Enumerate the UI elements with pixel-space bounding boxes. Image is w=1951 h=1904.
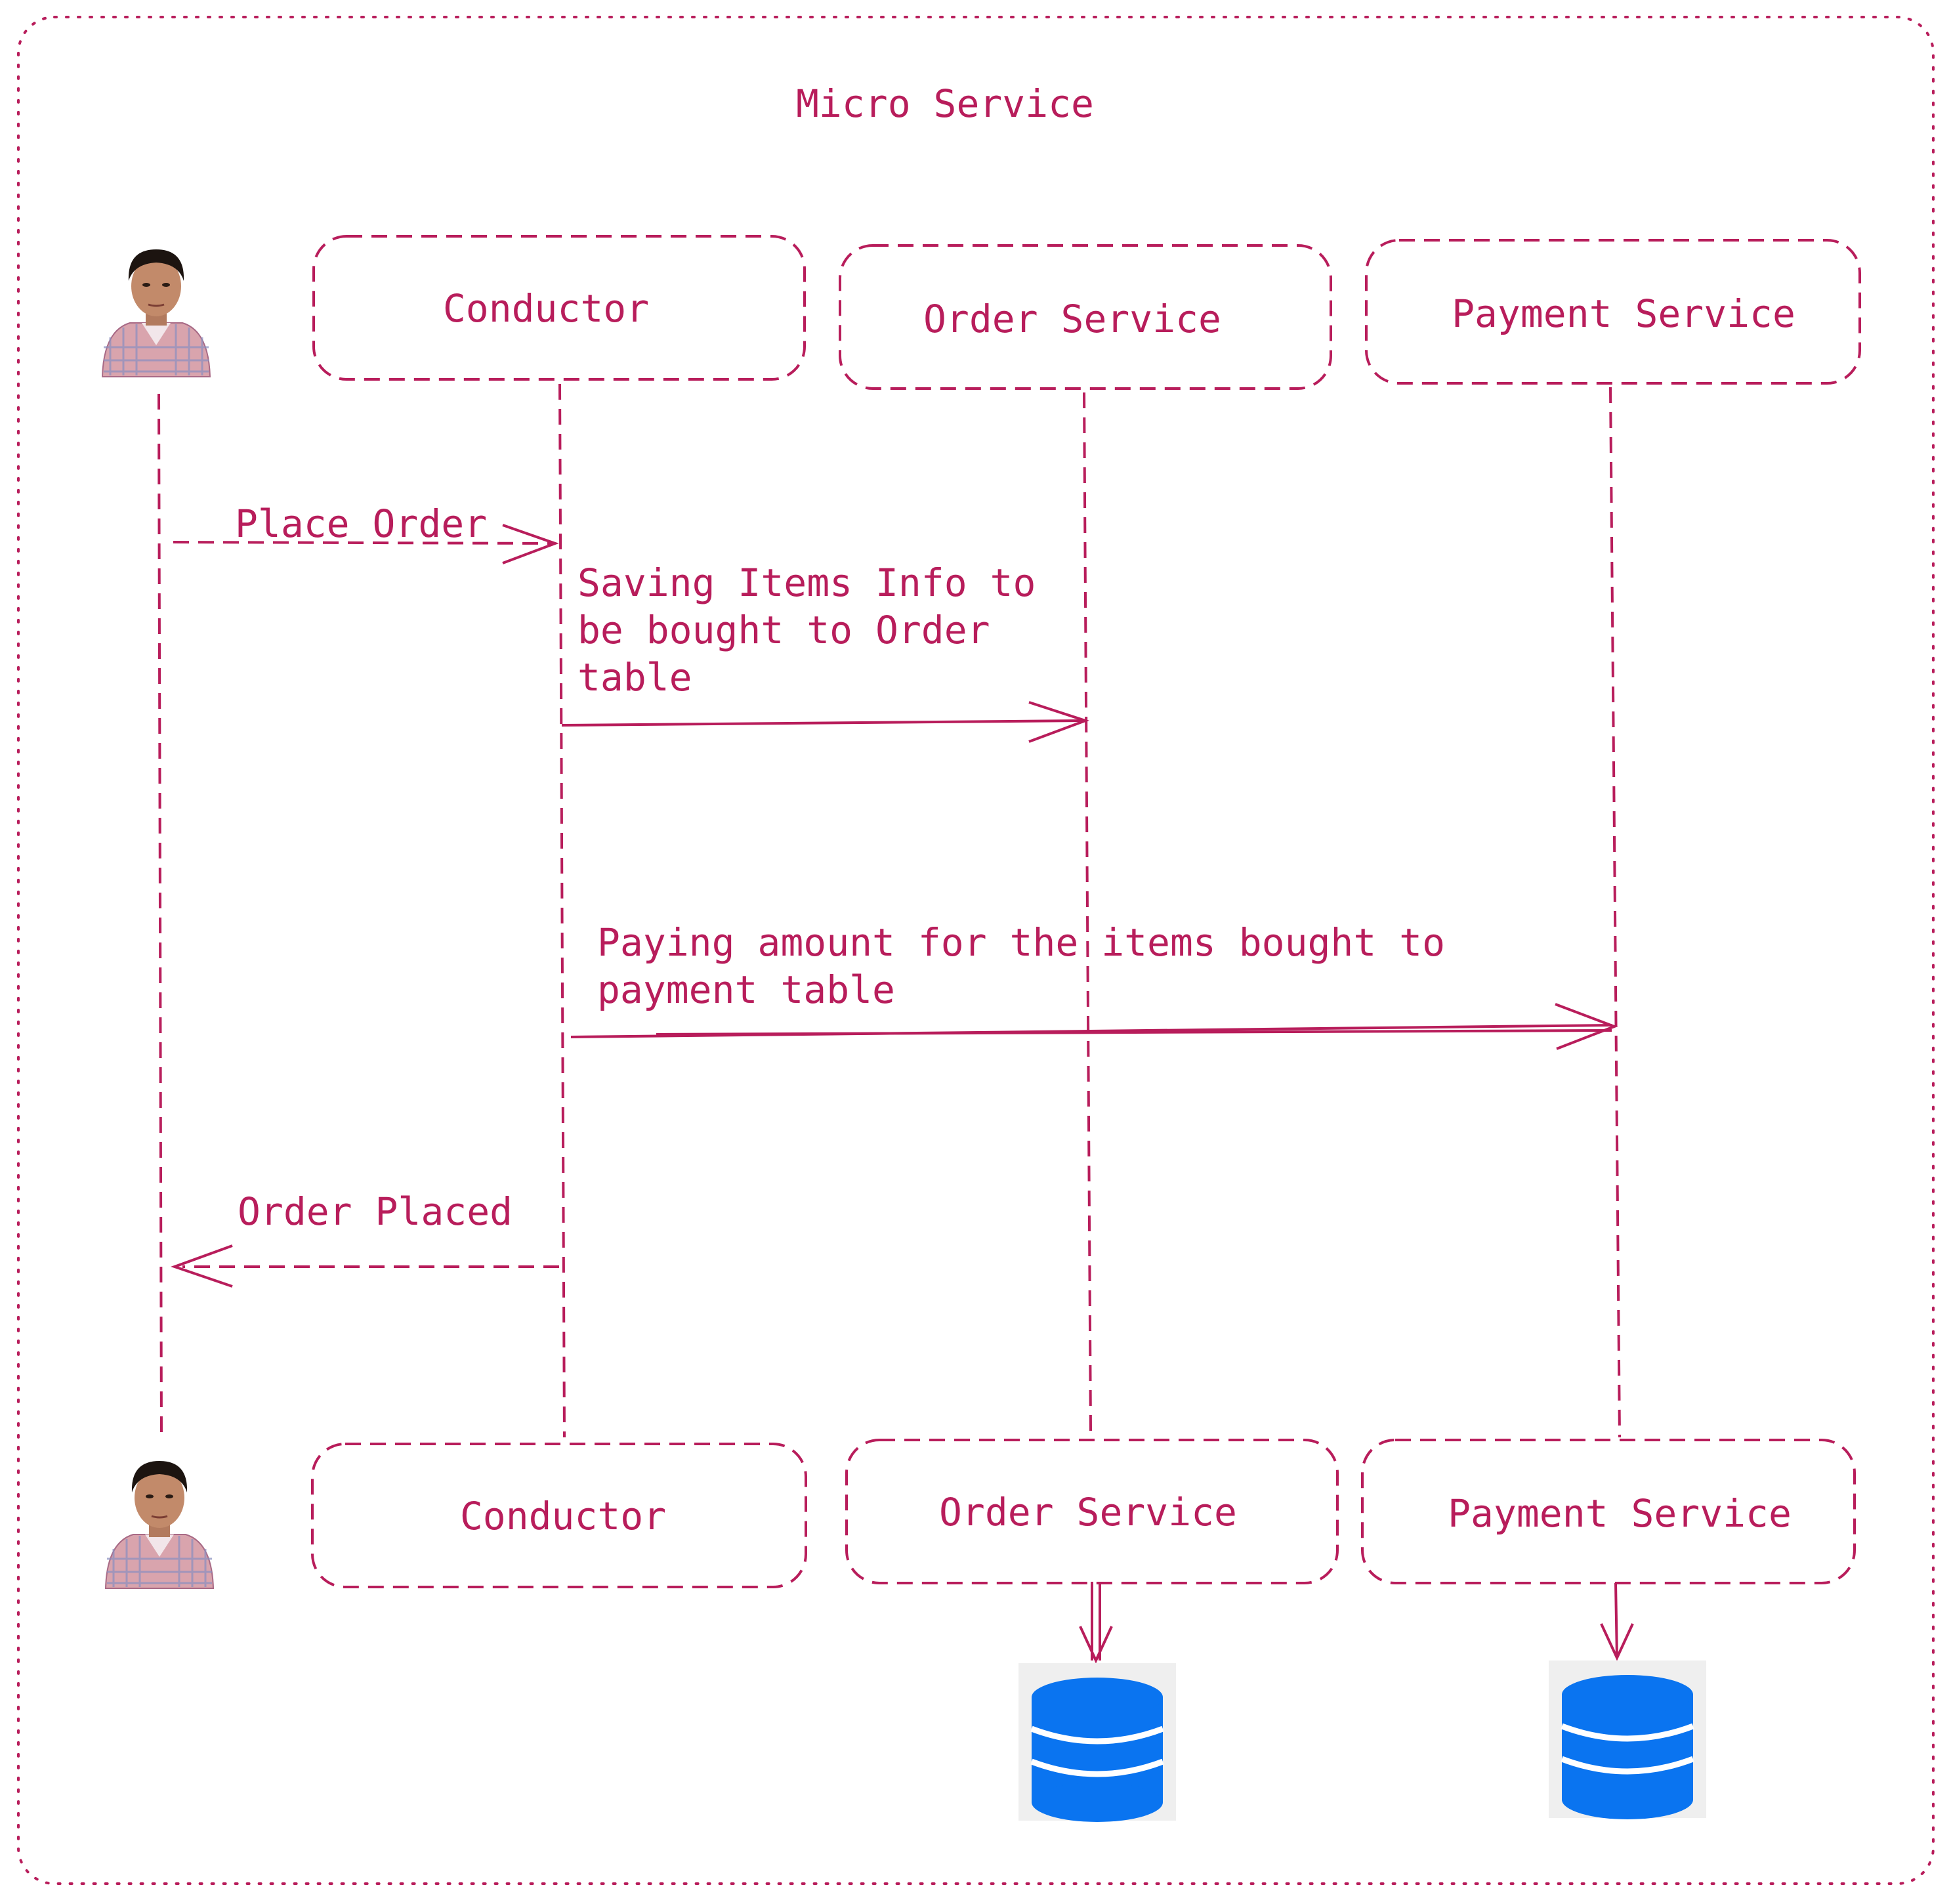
message-order-placed: Order Placed xyxy=(170,1189,559,1288)
message-label: Order Placed xyxy=(238,1189,513,1234)
participant-label: Conductor xyxy=(460,1494,666,1538)
actor-top xyxy=(101,248,211,378)
participant-conductor-top: Conductor xyxy=(312,235,806,381)
message-label: Paying amount for the items bought to xyxy=(597,920,1445,965)
person-photo-icon xyxy=(101,248,211,378)
participant-order-service-bottom: Order Service xyxy=(845,1439,1339,1584)
message-label: table xyxy=(577,655,692,700)
participant-label: Order Service xyxy=(939,1490,1237,1534)
message-saving-items: Saving Items Info to be bought to Order … xyxy=(561,561,1090,743)
lifeline-order-service xyxy=(1083,392,1092,1431)
participant-label: Payment Service xyxy=(1452,291,1795,336)
lifeline-conductor xyxy=(558,383,566,1438)
diagram-frame xyxy=(17,16,1935,1885)
message-place-order: Place Order xyxy=(173,501,559,564)
participant-payment-service-top: Payment Service xyxy=(1365,239,1861,385)
arrow-payment-to-db xyxy=(1600,1582,1634,1661)
payment-database-icon xyxy=(1549,1661,1706,1819)
arrow-order-to-db xyxy=(1079,1582,1113,1664)
participant-order-service-top: Order Service xyxy=(839,244,1332,390)
participant-label: Conductor xyxy=(443,286,649,331)
participant-payment-service-bottom: Payment Service xyxy=(1361,1439,1856,1584)
message-paying-amount: Paying amount for the items bought to pa… xyxy=(570,920,1618,1050)
message-label: Place Order xyxy=(235,501,487,546)
lifeline-payment-service xyxy=(1609,387,1621,1438)
order-database-icon xyxy=(1018,1663,1176,1822)
participant-conductor-bottom: Conductor xyxy=(311,1443,807,1588)
person-photo-icon xyxy=(104,1460,215,1590)
participant-label: Payment Service xyxy=(1448,1491,1792,1536)
lifeline-actor xyxy=(157,393,163,1438)
message-label: be bought to Order xyxy=(577,608,990,652)
participant-label: Order Service xyxy=(923,297,1221,341)
diagram-title: Micro Service xyxy=(796,81,1094,126)
message-label: Saving Items Info to xyxy=(577,561,1036,605)
message-label: payment table xyxy=(597,967,895,1012)
actor-bottom xyxy=(104,1460,215,1590)
